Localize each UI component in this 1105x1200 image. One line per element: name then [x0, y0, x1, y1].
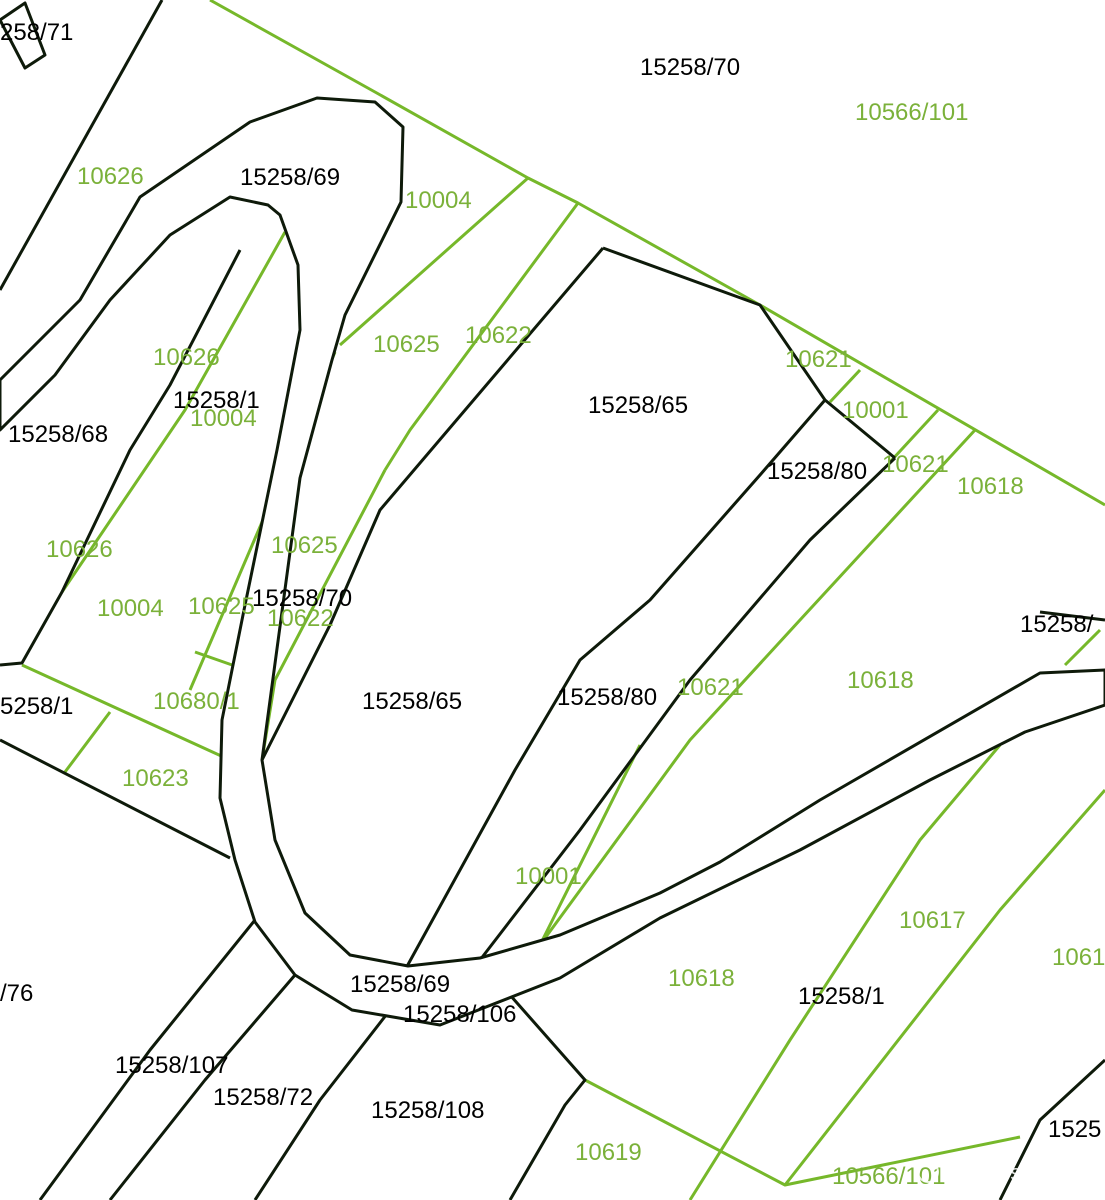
label-10004-top: 10004	[405, 187, 472, 214]
label-10566-101-bottom: 10566/101	[832, 1163, 945, 1190]
label-15258-72: 15258/72	[213, 1084, 313, 1111]
label-15258-65-top: 15258/65	[588, 392, 688, 419]
label-1525-edge: 1525	[1048, 1116, 1101, 1143]
label-10618-mid: 10618	[847, 667, 914, 694]
label-15258-107: 15258/107	[115, 1052, 228, 1079]
label-10566-101-top: 10566/101	[855, 99, 968, 126]
green-labels: 10566/101 10626 10004 10626 10625 10622 …	[46, 99, 1105, 1190]
label-1061-edge: 1061	[1052, 944, 1105, 971]
label-10004-low: 10004	[97, 595, 164, 622]
label-10626-mid: 10626	[153, 344, 220, 371]
label-10004-mid: 10004	[190, 405, 257, 432]
label-10622-top: 10622	[465, 322, 532, 349]
label-10617: 10617	[899, 907, 966, 934]
label-15258-70-mid: 15258/70	[252, 585, 352, 612]
label-15258-65-bottom: 15258/65	[362, 688, 462, 715]
label-15258-1-bottom: 15258/1	[798, 983, 885, 1010]
label-15258-80-bottom: 15258/80	[557, 684, 657, 711]
parcel-15258-71-square	[0, 1, 47, 70]
label-15258-69-top: 15258/69	[240, 164, 340, 191]
label-15258-106: 15258/106	[403, 1001, 516, 1028]
watermark: Bazos.sk	[917, 1160, 1033, 1185]
watermark-logo-icon	[917, 1161, 939, 1183]
label-10626-low: 10626	[46, 536, 113, 563]
label-15258-69-bottom: 15258/69	[350, 971, 450, 998]
label-15258-1-left: 15258/1	[173, 387, 260, 414]
watermark-text: Bazos.sk	[943, 1160, 1033, 1185]
black-labels: 258/71 15258/70 15258/69 15258/1 15258/6…	[0, 19, 1101, 1143]
label-76-edge: /76	[0, 980, 33, 1007]
label-10621-low: 10621	[677, 674, 744, 701]
label-5258-1-edge: 5258/1	[0, 693, 73, 720]
label-10626-top: 10626	[77, 163, 144, 190]
label-10001-top: 10001	[842, 397, 909, 424]
label-15258-80-top: 15258/80	[767, 458, 867, 485]
label-10619: 10619	[575, 1139, 642, 1166]
label-10621-mid: 10621	[882, 451, 949, 478]
label-10621-top: 10621	[785, 346, 852, 373]
label-10623: 10623	[122, 765, 189, 792]
label-15258-right: 15258/	[1020, 611, 1094, 638]
label-10618-top: 10618	[957, 473, 1024, 500]
label-10625-low: 10625	[188, 593, 255, 620]
label-15258-68: 15258/68	[8, 421, 108, 448]
label-10625-mid: 10625	[271, 532, 338, 559]
label-15258-71: 258/71	[0, 19, 73, 46]
label-10618-low: 10618	[668, 965, 735, 992]
label-10622-low: 10622	[267, 605, 334, 632]
label-10001-low: 10001	[515, 863, 582, 890]
label-10680-1: 10680/1	[153, 688, 240, 715]
label-15258-108: 15258/108	[371, 1097, 484, 1124]
label-10625-top: 10625	[373, 331, 440, 358]
road	[0, 96, 1105, 1027]
label-15258-70-top: 15258/70	[640, 54, 740, 81]
